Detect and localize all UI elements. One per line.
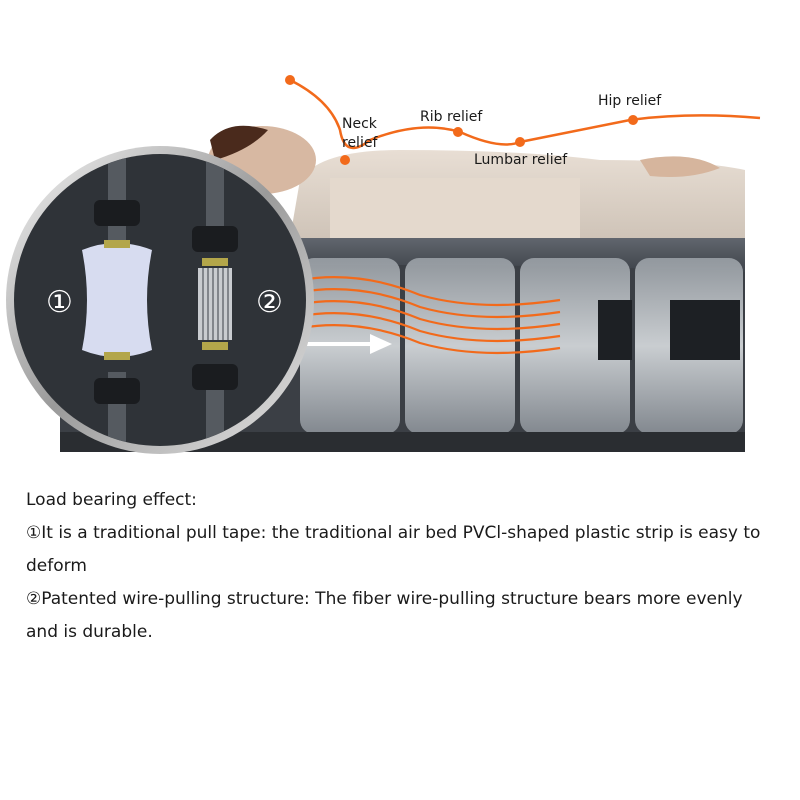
air-chambers (60, 258, 745, 452)
relief-point-start (285, 75, 295, 85)
rib-relief-label: Rib relief (420, 109, 483, 125)
pull-tape-1 (82, 154, 152, 446)
person-lying (208, 125, 745, 238)
description-point-1: ①It is a traditional pull tape: the trad… (26, 523, 761, 576)
wire-structure-2 (192, 154, 238, 446)
hip-relief-label: Hip relief (598, 93, 662, 109)
description-point-2: ②Patented wire-pulling structure: The fi… (26, 589, 743, 642)
structure-inset: ① ② (6, 146, 314, 454)
mattress-illustration: Neck relief Rib relief Lumbar relief Hip… (6, 75, 761, 454)
marker-2: ② (256, 285, 283, 320)
relief-point-neck (340, 155, 350, 165)
neck-relief-label-2: relief (342, 135, 378, 151)
description-heading: Load bearing effect: (26, 490, 197, 510)
lumbar-relief-label: Lumbar relief (474, 152, 568, 168)
relief-point-rib (453, 127, 463, 137)
neck-relief-label-1: Neck (342, 116, 378, 132)
marker-1: ① (46, 285, 73, 320)
relief-point-hip (628, 115, 638, 125)
relief-point-lumbar (515, 137, 525, 147)
relief-curve: Neck relief Rib relief Lumbar relief Hip… (285, 75, 761, 168)
description-block: Load bearing effect: ①It is a traditiona… (26, 484, 776, 649)
support-waves (299, 276, 561, 355)
